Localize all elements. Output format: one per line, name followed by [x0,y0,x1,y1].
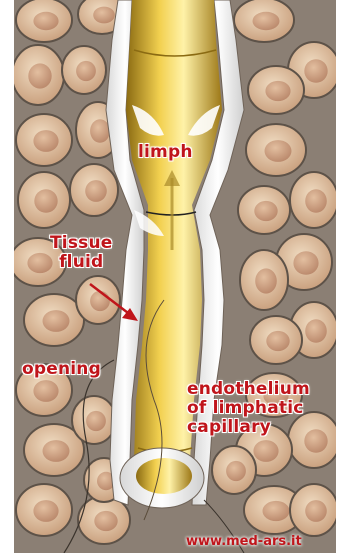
label-opening: opening [22,360,101,379]
tissue-cell [246,124,306,176]
tissue-cell [16,114,72,166]
cell-nucleus [293,251,318,275]
cell-nucleus [33,130,58,152]
tissue-cell [238,186,290,234]
tissue-cell [290,484,336,536]
tissue-cell [234,0,294,42]
label-tissue-fluid-line1: Tissue [50,234,113,253]
cell-nucleus [265,140,292,162]
tissue-cell [70,164,118,216]
tissue-cell [212,446,256,494]
tissue-cell [290,172,336,228]
tissue-cell [16,484,72,536]
label-tissue-fluid-line2: fluid [50,253,113,272]
label-tissue-fluid: Tissue fluid [50,234,113,272]
tissue-cell [240,250,288,310]
cell-nucleus [305,319,327,343]
cell-nucleus [33,500,58,522]
cell-nucleus [305,500,327,522]
label-endothelium-line1: endothelium [187,380,310,399]
cell-nucleus [304,59,327,83]
cell-nucleus [43,440,70,462]
tissue-cell [14,45,64,105]
lymphatic-capillary-illustration [14,0,336,553]
tissue-cell [62,46,106,94]
tissue-cell [76,276,120,324]
label-limph: limph [138,143,193,162]
cell-nucleus [94,511,117,531]
tissue-cell [250,316,302,364]
cell-nucleus [33,12,58,30]
cell-nucleus [253,12,280,30]
tissue-cell [16,0,72,42]
cell-nucleus [43,310,70,332]
cell-nucleus [253,440,278,462]
tissue-cell [18,172,70,228]
cell-nucleus [254,201,277,221]
label-endothelium-line3: capillary [187,418,310,437]
cell-nucleus [33,380,58,402]
tissue-cell [248,66,304,114]
cell-nucleus [34,189,57,213]
tissue-cell [72,396,116,444]
cell-nucleus [305,189,327,213]
cell-nucleus [93,7,115,24]
cell-nucleus [263,501,290,521]
cell-nucleus [85,180,107,202]
watermark-url[interactable]: www.med-ars.it [186,534,302,549]
cell-nucleus [28,63,51,88]
cell-nucleus [255,268,277,293]
tissue-cell [24,294,84,346]
label-endothelium-line2: of limphatic [187,399,310,418]
cell-nucleus [76,61,96,81]
cell-nucleus [86,411,106,431]
cell-nucleus [90,291,110,311]
cell-nucleus [266,331,289,351]
cell-nucleus [226,461,246,481]
cell-nucleus [90,119,110,143]
capillary-blind-end-lumen [136,458,192,494]
cell-nucleus [27,253,52,273]
label-endothelium: endothelium of limphatic capillary [187,380,310,437]
cell-nucleus [265,81,290,101]
